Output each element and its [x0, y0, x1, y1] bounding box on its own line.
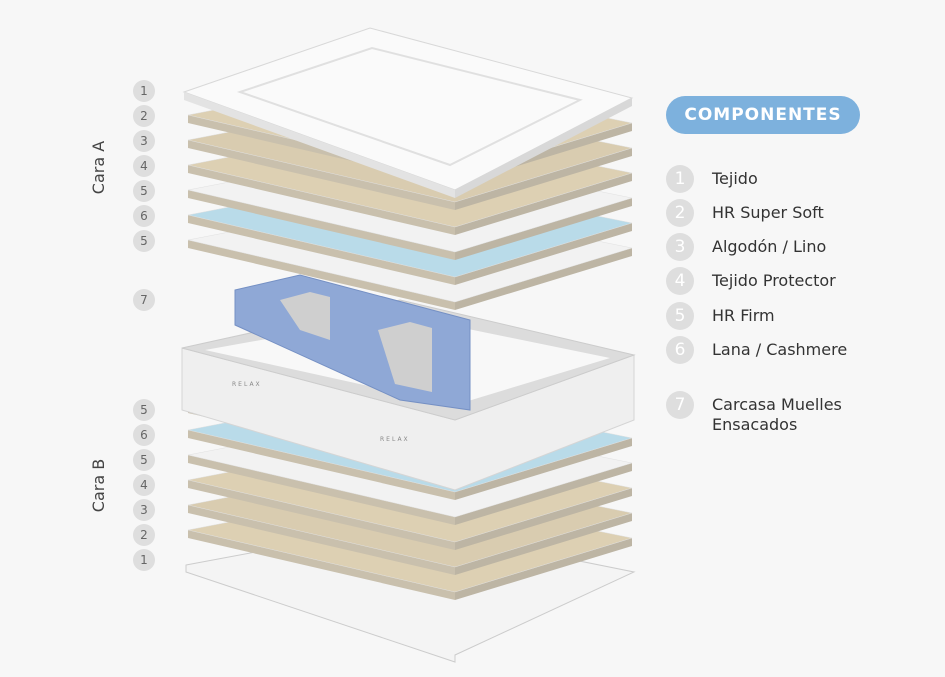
- layer-b-4-edge: [455, 513, 632, 575]
- layer-b-5-edge: [188, 530, 455, 600]
- legend-item: 2 HR Super Soft: [666, 199, 824, 227]
- quilt-stitching: [236, 46, 583, 167]
- layer-b-3-edge: [455, 488, 632, 550]
- layer-b-4-edge: [188, 505, 455, 575]
- layer-number: 2: [133, 524, 155, 546]
- layer-number: 2: [133, 105, 155, 127]
- layer-b-1-edge: [455, 438, 632, 500]
- top-fabric-edge: [455, 98, 632, 198]
- legend-item: 1 Tejido: [666, 165, 758, 193]
- brand-label: RELAX: [380, 436, 410, 443]
- springs-grey-band: [280, 292, 330, 340]
- layer-number: 1: [133, 80, 155, 102]
- legend-label: HR Firm: [712, 306, 775, 325]
- legend-number: 1: [666, 165, 694, 193]
- legend-item: 7 Carcasa Muelles Ensacados: [666, 391, 862, 435]
- layer-number: 7: [133, 289, 155, 311]
- legend-number: 6: [666, 336, 694, 364]
- layer-b-3-edge: [188, 480, 455, 550]
- legend-label: Tejido: [712, 169, 758, 188]
- layer-a-7-edge: [188, 240, 455, 310]
- layer-a-4-edge: [188, 165, 455, 235]
- layer-number: 4: [133, 155, 155, 177]
- legend-number: 3: [666, 233, 694, 261]
- layer-a-7-edge: [455, 248, 632, 310]
- layer-number: 3: [133, 499, 155, 521]
- legend-item: 5 HR Firm: [666, 302, 775, 330]
- legend-label: Tejido Protector: [712, 271, 836, 290]
- springs-grey-band: [378, 322, 432, 392]
- legend-label: Lana / Cashmere: [712, 340, 848, 359]
- layer-number: 3: [133, 130, 155, 152]
- layer-a-5-edge: [455, 198, 632, 260]
- layer-a-5-edge: [188, 190, 455, 260]
- layer-b-1-edge: [188, 430, 455, 500]
- layer-number: 6: [133, 205, 155, 227]
- side-b-label: Cara B: [89, 458, 109, 513]
- layer-number: 5: [133, 399, 155, 421]
- layer-b-5-edge: [455, 538, 632, 600]
- legend-label: HR Super Soft: [712, 203, 824, 222]
- layer-b-2-edge: [455, 463, 632, 525]
- layer-number: 1: [133, 549, 155, 571]
- legend-number: 5: [666, 302, 694, 330]
- layer-a-4-edge: [455, 173, 632, 235]
- layer-number: 5: [133, 449, 155, 471]
- legend-number: 4: [666, 267, 694, 295]
- side-a-label: Cara A: [89, 140, 109, 195]
- legend-item: 6 Lana / Cashmere: [666, 336, 847, 364]
- layer-a-6-edge: [188, 215, 455, 285]
- brand-label: RELAX: [232, 381, 262, 388]
- legend-number: 2: [666, 199, 694, 227]
- layer-a-3-edge: [188, 140, 455, 210]
- legend-label: Algodón / Lino: [712, 237, 827, 256]
- layer-a-3-edge: [455, 148, 632, 210]
- layer-number: 5: [133, 180, 155, 202]
- legend-item: 4 Tejido Protector: [666, 267, 836, 295]
- top-fabric-edge: [184, 92, 455, 198]
- legend-item: 3 Algodón / Lino: [666, 233, 826, 261]
- layer-number: 6: [133, 424, 155, 446]
- layer-number: 4: [133, 474, 155, 496]
- componentes-header: COMPONENTES: [666, 96, 860, 134]
- layer-number: 5: [133, 230, 155, 252]
- layer-b-2-edge: [188, 455, 455, 525]
- legend-label: Carcasa Muelles Ensacados: [712, 395, 842, 434]
- legend-number: 7: [666, 391, 694, 419]
- layer-a-6-edge: [455, 223, 632, 285]
